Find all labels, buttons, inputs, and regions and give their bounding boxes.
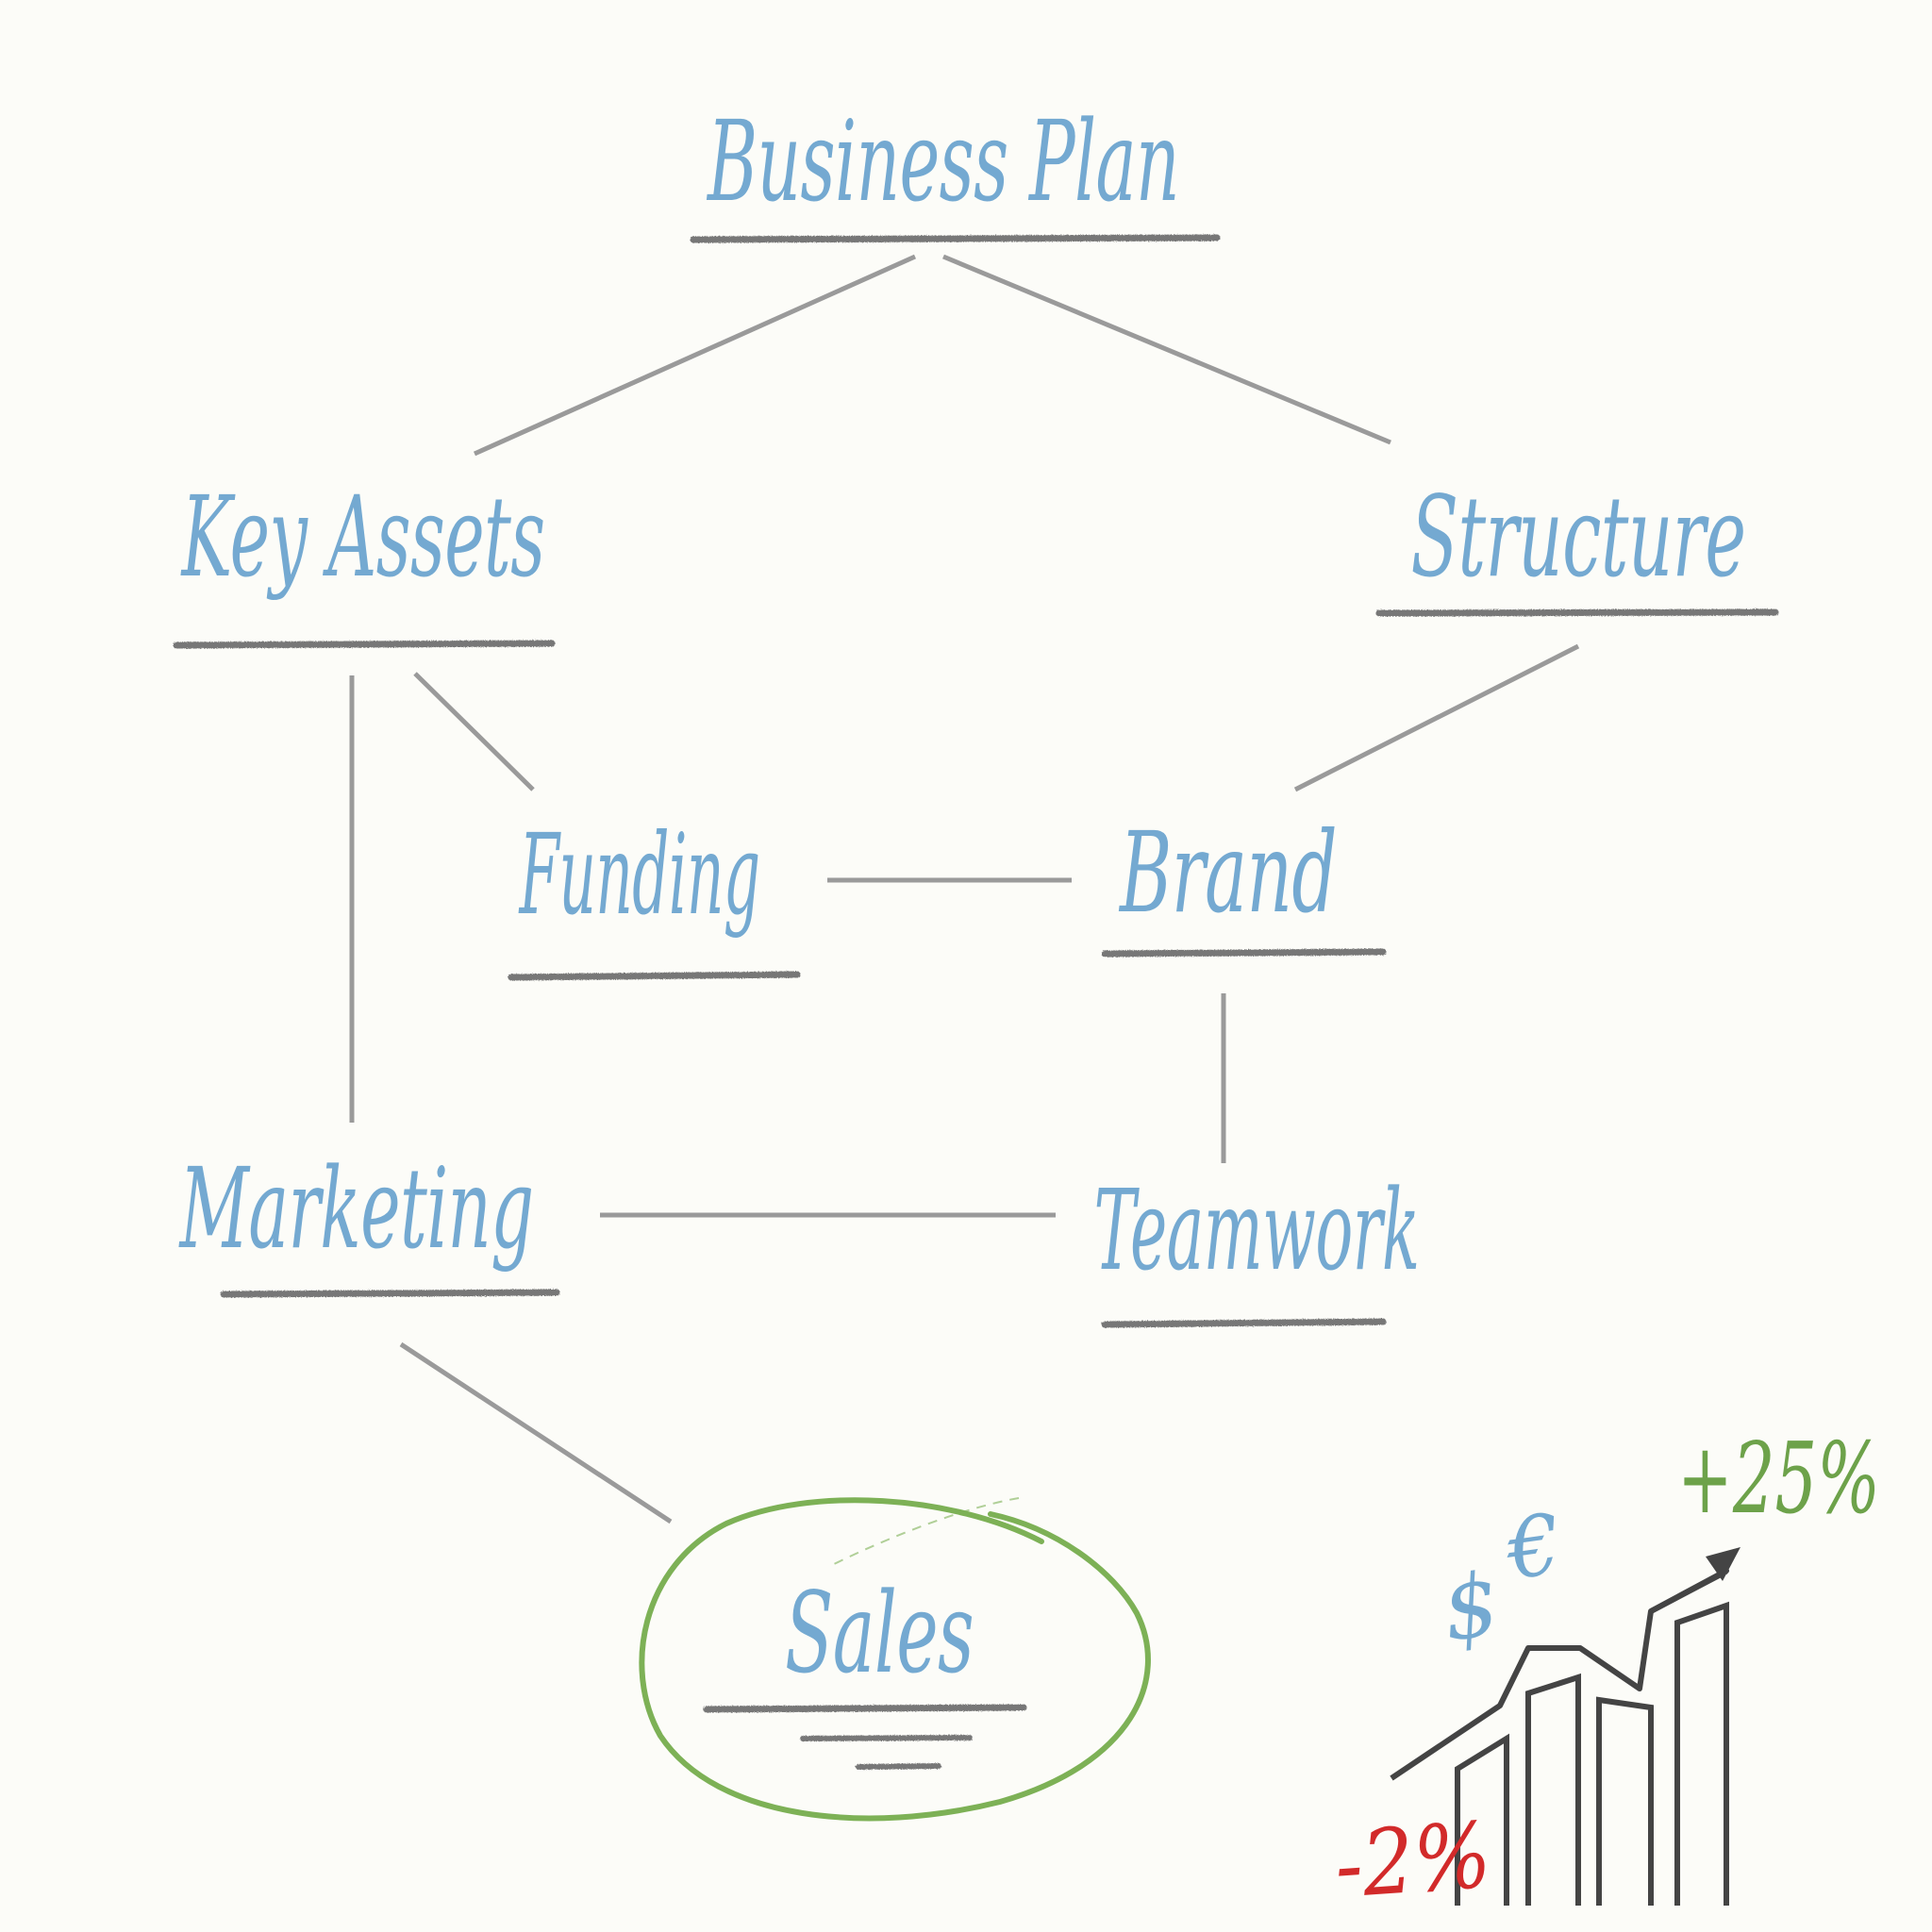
underline-structure bbox=[1375, 608, 1779, 617]
high-percent-label: +25% bbox=[1677, 1421, 1880, 1536]
trend-line-tip bbox=[1649, 1570, 1726, 1614]
node-funding: Funding bbox=[518, 809, 759, 940]
underline-brand bbox=[1101, 948, 1387, 958]
bar-chart-icon bbox=[1455, 1601, 1729, 1906]
underline-sales-2 bbox=[800, 1735, 973, 1741]
trend-arrowhead bbox=[1706, 1547, 1740, 1581]
edge-marketing-sales bbox=[399, 1341, 673, 1524]
sketch-bar-2 bbox=[1525, 1673, 1581, 1906]
node-business-plan: Business Plan bbox=[707, 96, 1179, 226]
sketch-bar-4 bbox=[1674, 1601, 1729, 1906]
underline-key-assets bbox=[173, 640, 556, 649]
underline-marketing bbox=[220, 1289, 560, 1298]
underline-funding bbox=[508, 971, 801, 981]
underline-sales-3 bbox=[856, 1763, 941, 1770]
node-key-assets: Key Assets bbox=[180, 472, 544, 602]
node-structure: Structure bbox=[1411, 472, 1746, 602]
node-label-group: Business Plan Key Assets Structure Fundi… bbox=[178, 96, 1746, 1698]
sketch-bar-3 bbox=[1596, 1696, 1654, 1906]
sketch-bar-1 bbox=[1455, 1733, 1509, 1906]
euro-icon: € bbox=[1498, 1495, 1567, 1599]
node-marketing: Marketing bbox=[178, 1143, 533, 1274]
node-teamwork: Teamwork bbox=[1094, 1165, 1420, 1295]
underline-sales-1 bbox=[703, 1704, 1027, 1713]
underline-teamwork bbox=[1101, 1318, 1387, 1328]
connector-group bbox=[349, 254, 1580, 1524]
sales-highlight-ring bbox=[639, 1497, 1151, 1822]
edge-key-assets-funding bbox=[413, 672, 535, 791]
low-percent-label: -2% bbox=[1331, 1803, 1493, 1919]
trend-arrow-icon bbox=[1390, 1547, 1740, 1781]
edge-business-plan-structure bbox=[942, 254, 1391, 445]
growth-sketch: $ € -2% +25% bbox=[1331, 1421, 1880, 1919]
node-sales: Sales bbox=[785, 1568, 974, 1698]
node-brand: Brand bbox=[1119, 808, 1337, 938]
underline-group bbox=[173, 234, 1779, 1770]
dollar-icon: $ bbox=[1437, 1554, 1506, 1661]
edge-business-plan-key-assets bbox=[473, 254, 917, 457]
edge-structure-brand bbox=[1293, 643, 1580, 792]
underline-business-plan bbox=[690, 234, 1221, 243]
